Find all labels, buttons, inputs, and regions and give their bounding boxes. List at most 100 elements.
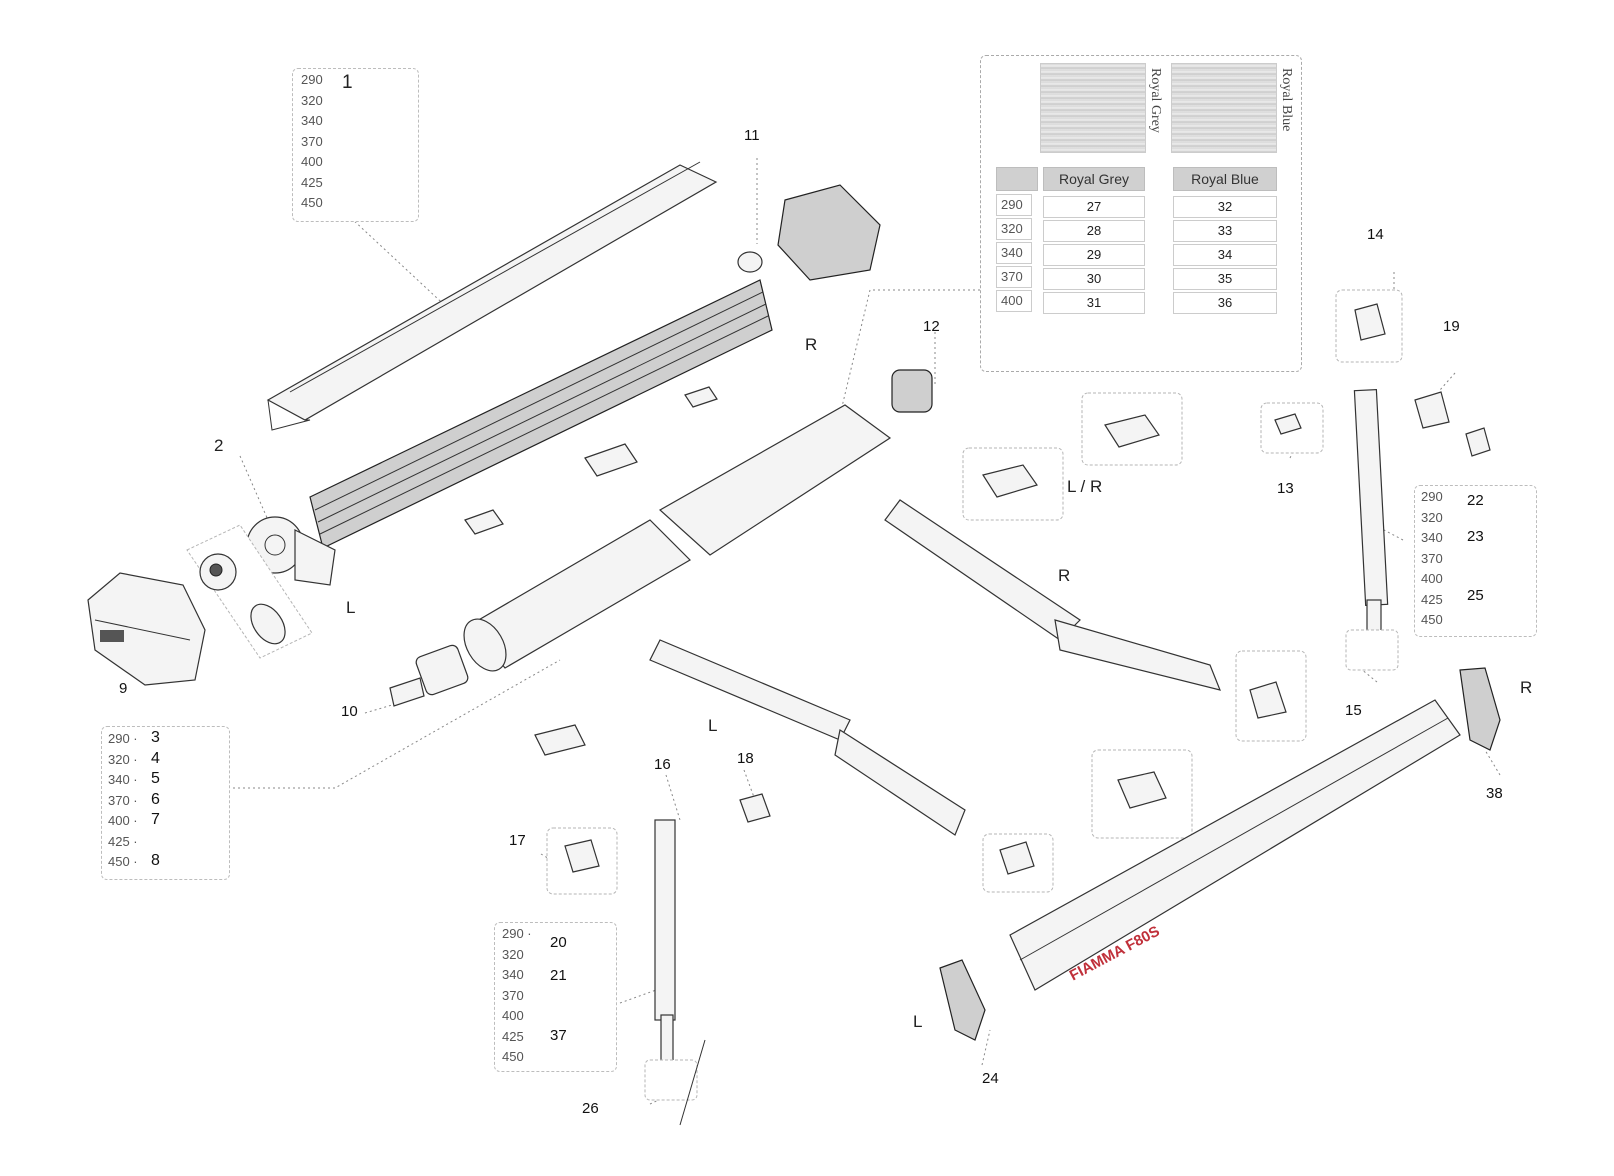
royal-blue-part: 33 [1173,220,1277,242]
royal-grey-part: 30 [1043,268,1145,290]
swatch-royal-grey [1040,63,1146,153]
part-number-8: 8 [151,852,160,869]
part-number-2: 2 [214,436,224,455]
part-number-23: 23 [1467,528,1484,545]
right-support-leg [1345,388,1399,671]
part-number-15: 15 [1345,702,1362,719]
row-size: 320 [996,218,1032,240]
royal-grey-part: 29 [1043,244,1145,266]
size-list-parts-22-23-25: 290 320 340 370 400 425 450 [1421,487,1443,631]
size-290: 290 [301,72,323,87]
swatch-label-royal-blue: Royal Blue [1279,68,1294,132]
side-label-l-arm: L [708,716,718,735]
end-cap-right-38 [1459,667,1501,751]
header-royal-grey: Royal Grey [1043,167,1145,191]
center-cover-panel [658,404,892,556]
side-label-lr: L / R [1067,477,1103,496]
part-list-3-8: 3 4 5 6 7 8 [151,728,160,872]
size-list-part-1: 290 320 340 370 400 425 450 [301,70,323,214]
size-320: 320 · [108,751,138,767]
size-370: 370 · [108,792,138,808]
size-290: 290 · [108,731,138,746]
side-label-l-end: L [913,1012,923,1031]
end-cap-left-24 [939,959,986,1041]
size-450: 450 [1421,612,1443,627]
part-number-12: 12 [923,318,940,335]
front-lead-rail [1009,699,1461,991]
part-number-5: 5 [151,770,160,787]
side-label-r-end: R [1520,678,1533,697]
royal-blue-part: 32 [1173,196,1277,218]
part-number-4: 4 [151,749,160,767]
size-box-parts-22-23-25 [1414,485,1537,637]
size-box-part-1 [292,68,419,222]
size-370: 370 [301,133,323,149]
part-11-end-plate-right [737,184,881,281]
bracket-boxes [534,289,1491,895]
part-number-9: 9 [119,680,128,697]
part-number-24: 24 [982,1070,999,1087]
crank-gear-group [186,524,313,659]
size-list-parts-20-21-37: 290 · 320 340 370 400 425 450 [502,924,532,1068]
royal-grey-part: 27 [1043,196,1145,218]
size-425: 425 [1421,591,1443,607]
part-1-cover-profile [266,161,718,431]
size-320: 320 [301,92,323,108]
part-number-16: 16 [654,756,671,773]
part-number-3: 3 [151,729,160,746]
table-corner [996,167,1038,191]
part-number-13: 13 [1277,480,1294,497]
swatch-royal-blue [1171,63,1277,153]
side-label-l-left: L [346,598,356,617]
size-320: 320 [502,946,524,962]
part-number-7: 7 [151,811,160,828]
size-340: 340 [301,113,323,128]
size-340: 340 · [108,772,138,787]
size-box-parts-20-21-37 [494,922,617,1072]
part-number-38: 38 [1486,785,1503,802]
roller-tube [463,519,691,672]
size-450: 450 · [108,854,138,869]
size-400: 400 [301,154,323,169]
part-number-6: 6 [151,790,160,808]
part-9-crank-housing [87,572,206,686]
swatch-label-royal-grey: Royal Grey [1148,68,1163,133]
leader-lines [233,158,1501,1105]
part-number-1: 1 [342,72,353,93]
royal-grey-part: 31 [1043,292,1145,314]
part-number-25: 25 [1467,587,1484,604]
size-290: 290 [1421,489,1443,504]
size-400: 400 [1421,571,1443,586]
size-425: 425 [301,174,323,190]
clips [464,386,718,535]
size-290: 290 · [502,926,532,941]
part-number-21: 21 [550,967,567,984]
size-box-parts-3-8 [101,726,230,880]
side-label-r-top: R [805,335,818,354]
part-number-17: 17 [509,832,526,849]
part-number-10: 10 [341,703,358,720]
part-number-11: 11 [744,127,760,144]
part-number-blank [151,831,160,852]
side-label-r-arm: R [1058,566,1071,585]
size-400: 400 · [108,813,138,828]
part-number-22: 22 [1467,492,1484,509]
royal-grey-part: 28 [1043,220,1145,242]
size-370: 370 [1421,550,1443,566]
roller-profile [309,279,773,549]
size-370: 370 [502,987,524,1003]
size-425: 425 · [108,833,138,849]
part-number-26: 26 [582,1100,599,1117]
header-royal-blue: Royal Blue [1173,167,1277,191]
size-list-parts-3-8: 290 · 320 · 340 · 370 · 400 · 425 · 450 … [108,729,138,873]
size-320: 320 [1421,509,1443,525]
part-number-18: 18 [737,750,754,767]
part-number-14: 14 [1367,226,1384,243]
size-400: 400 [502,1008,524,1023]
royal-blue-part: 35 [1173,268,1277,290]
part-number-20: 20 [550,934,567,951]
part-10-roller-end [389,644,469,707]
row-size: 370 [996,266,1032,288]
part-number-19: 19 [1443,318,1460,335]
